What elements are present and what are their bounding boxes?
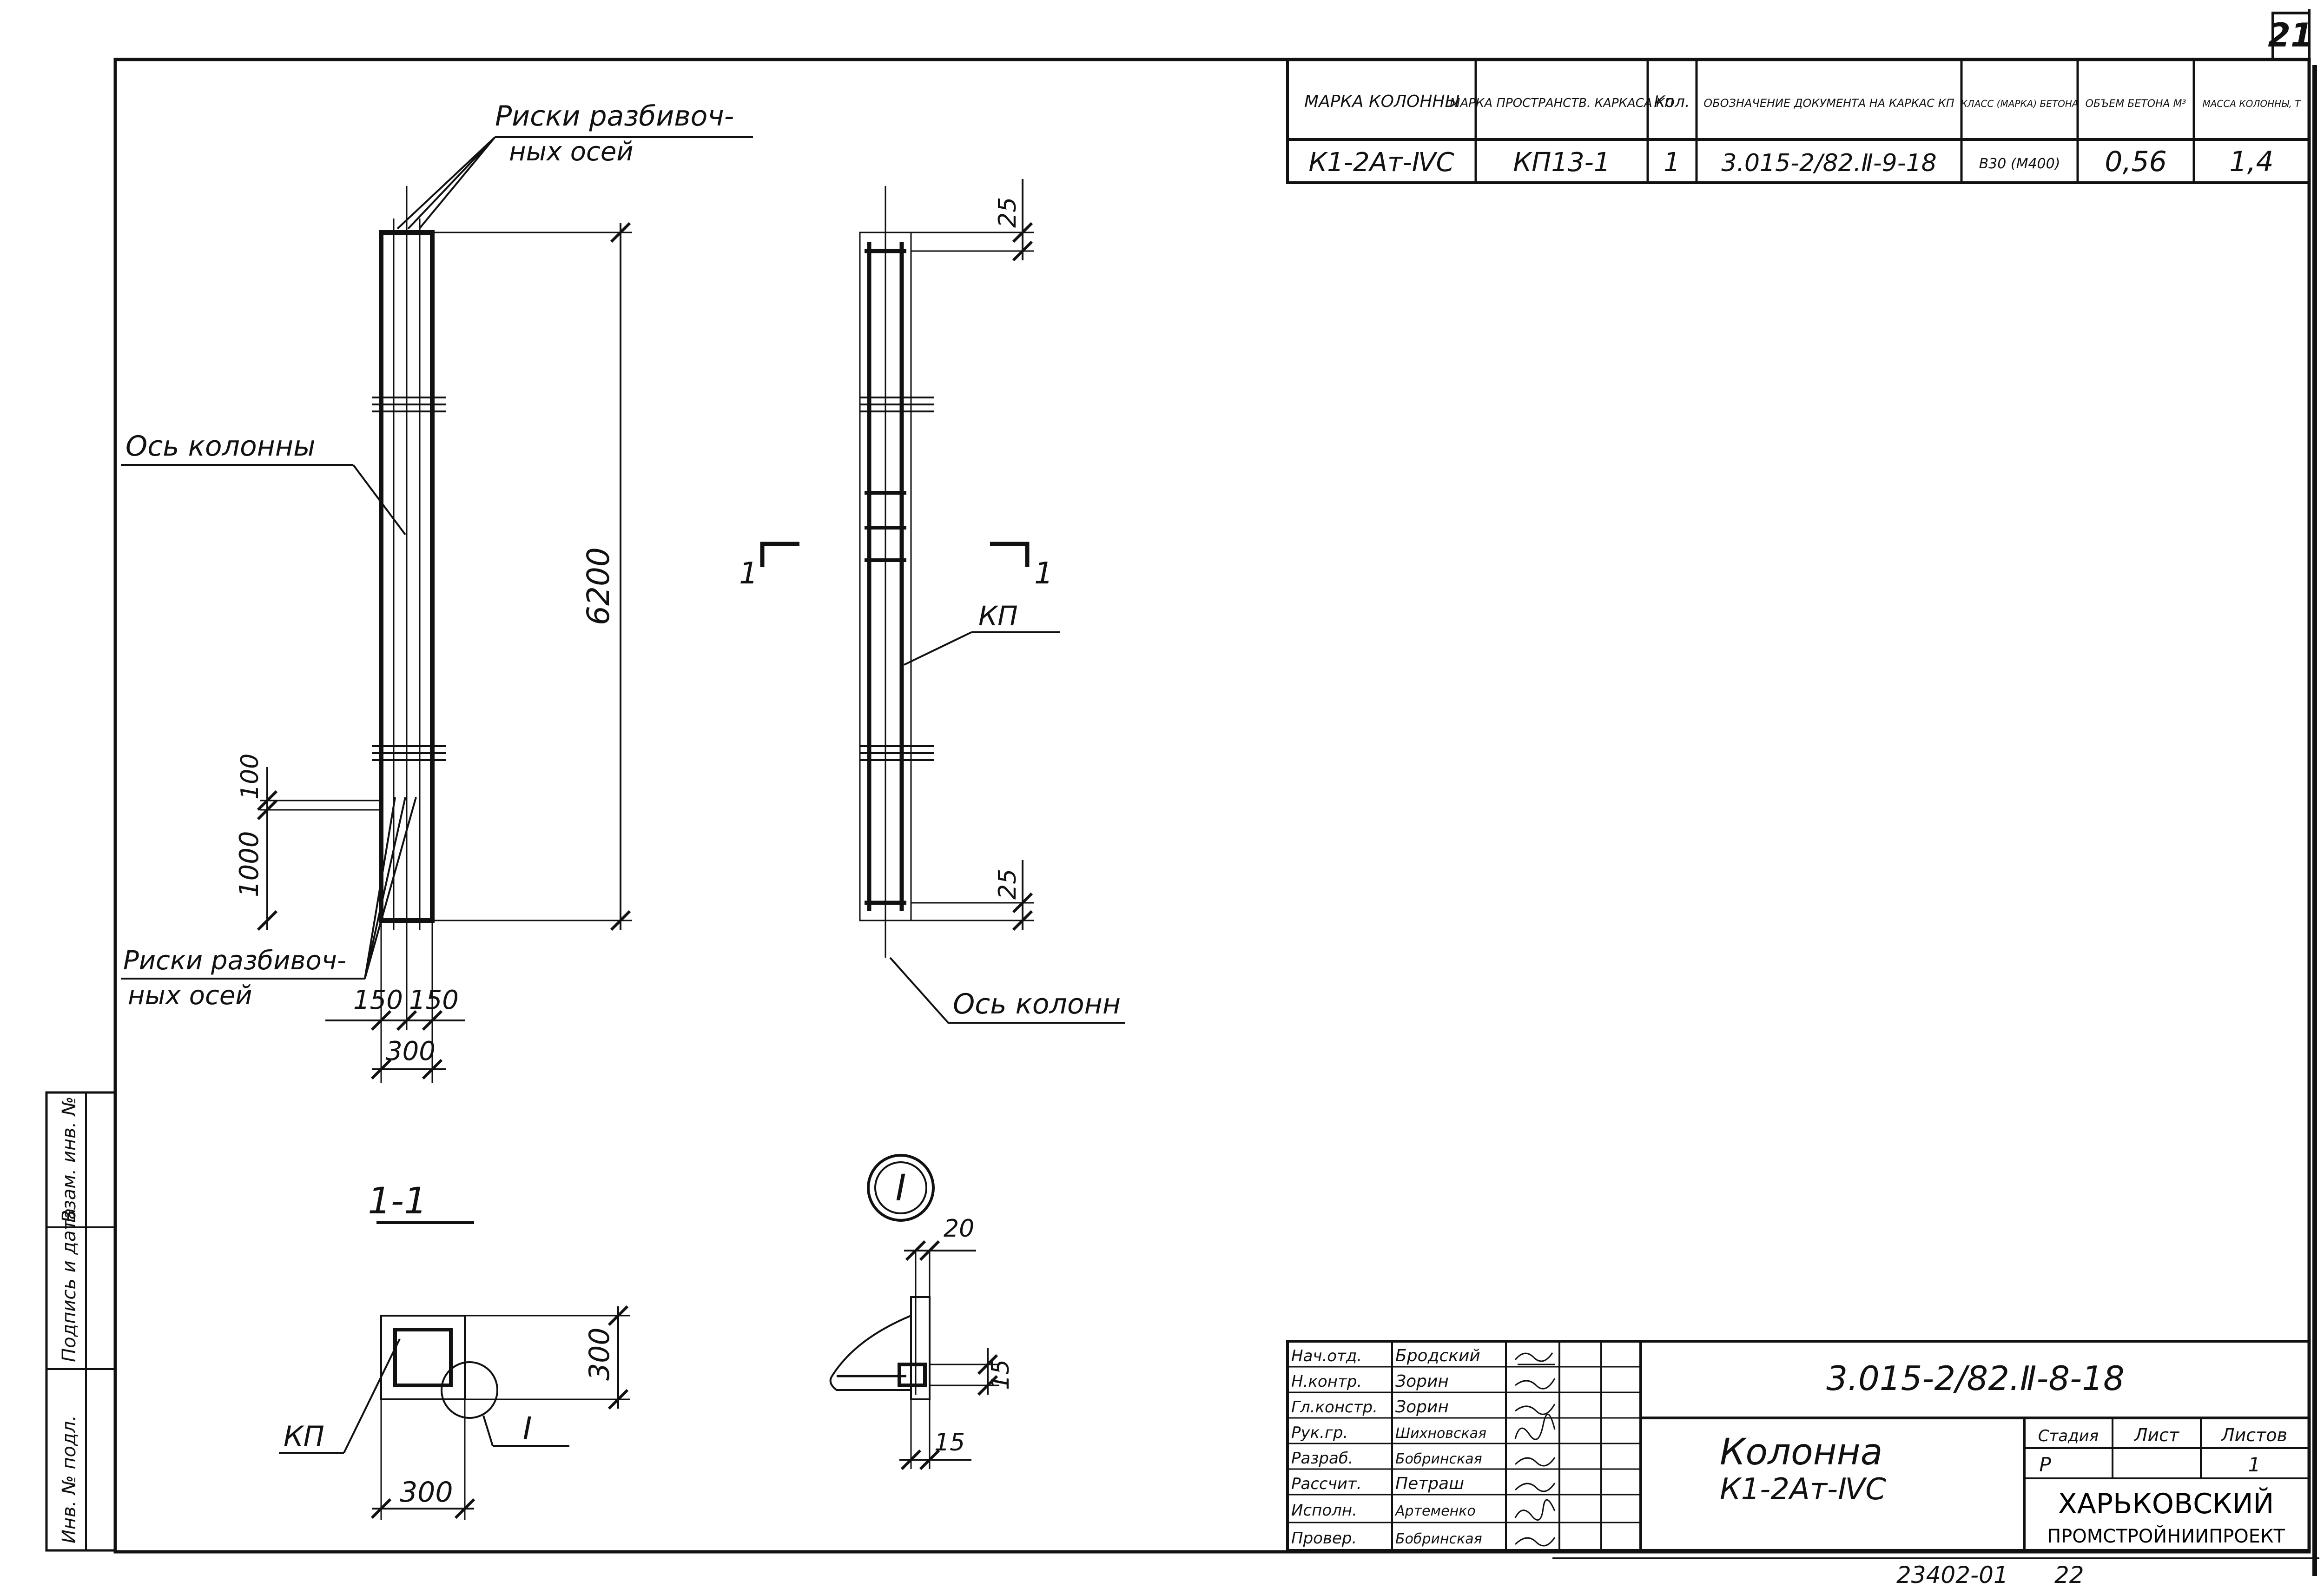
detail-i — [829, 1154, 999, 1470]
spec-cell-qty: 1 — [1664, 147, 1680, 178]
name-chief-designer: Зорин — [1395, 1397, 1449, 1417]
role-norm-control: Н.контр. — [1291, 1372, 1362, 1391]
org-name-line2: ПРОМСТРОЙНИИПРОЕКТ — [2047, 1525, 2285, 1547]
cage-elevation — [760, 179, 1125, 1024]
section-dim-width: 300 — [400, 1476, 453, 1509]
detail-i-labels: I 20 15 15 — [895, 1167, 1015, 1457]
drawing-name-line1: Колонна — [1720, 1431, 1882, 1473]
label-axis-marks-bottom-2: ных осей — [128, 980, 252, 1011]
section-1-1 — [279, 1221, 630, 1520]
column-elevation-labels: Риски разбивоч- ных осей Ось колонны Рис… — [123, 100, 734, 1066]
spec-header-column-mark: МАРКА КОЛОННЫ — [1304, 92, 1459, 111]
spec-table-row: К1-2Ат-ⅣС КП13-1 1 3.015-2/82.Ⅱ-9-18 В30… — [1308, 146, 2273, 178]
sheets-value: 1 — [2248, 1453, 2261, 1476]
role-checker: Провер. — [1291, 1529, 1357, 1548]
section-label-kp: КП — [284, 1420, 324, 1453]
drawing-name-line2: К1-2Ат-ⅣС — [1720, 1472, 1886, 1507]
sheet-frame — [113, 9, 2319, 1576]
spec-header-column-mass: МАССА КОЛОННЫ, Т — [2202, 98, 2301, 109]
spec-cell-concrete-volume: 0,56 — [2105, 146, 2167, 178]
dim-100: 100 — [236, 754, 264, 800]
spec-table-headers: МАРКА КОЛОННЫ МАРКА ПРОСТРАНСТВ. КАРКАСА… — [1304, 92, 2301, 111]
section-mark-right: 1 — [1034, 556, 1053, 591]
side-stamp-replace: Взам. инв. № — [59, 1096, 80, 1223]
spec-header-document: ОБОЗНАЧЕНИЕ ДОКУМЕНТА НА КАРКАС КП — [1703, 97, 1954, 110]
role-chief-designer: Гл.констр. — [1291, 1398, 1378, 1417]
title-block — [1286, 1340, 2311, 1552]
cage-elevation-labels: 1 1 КП 25 25 Ось колонн — [739, 197, 1121, 1020]
section-label-detail: I — [523, 1410, 532, 1446]
role-calculator: Рассчит. — [1291, 1475, 1362, 1493]
label-cage-column-axis: Ось колонн — [953, 988, 1121, 1020]
lifting-loop-upper — [372, 397, 446, 412]
title-block-names: Бродский Зорин Зорин Шихновская Бобринск… — [1394, 1346, 1486, 1547]
side-stamp-inv: Инв. № подл. — [59, 1415, 80, 1543]
dim-25-top: 25 — [994, 197, 1022, 228]
detail-dim-15-right: 15 — [987, 1359, 1015, 1390]
spec-header-frame-mark: МАРКА ПРОСТРАНСТВ. КАРКАСА КП — [1450, 96, 1674, 110]
title-doc-code: 3.015-2/82.Ⅱ-8-18 — [1826, 1359, 2125, 1398]
spec-cell-column-mass: 1,4 — [2229, 146, 2273, 178]
title-block-roles: Нач.отд. Н.контр. Гл.констр. Рук.гр. Раз… — [1291, 1347, 1378, 1548]
sheet-header: Лист — [2133, 1425, 2180, 1445]
section-dim-height: 300 — [583, 1327, 616, 1381]
section-1-1-labels: 1-1 КП I 300 300 — [284, 1180, 616, 1509]
spec-header-concrete-class: КЛАСС (МАРКА) БЕТОНА — [1961, 98, 2078, 109]
role-group-lead: Рук.гр. — [1291, 1423, 1348, 1442]
spec-cell-frame-mark: КП13-1 — [1513, 147, 1611, 178]
column-elevation — [121, 136, 753, 1083]
lifting-loop-lower — [372, 745, 446, 761]
name-group-lead: Шихновская — [1395, 1425, 1486, 1442]
name-head-dept: Бродский — [1395, 1346, 1480, 1365]
role-executor: Исполн. — [1291, 1501, 1357, 1520]
label-axis-marks-top: Риски разбивоч- — [495, 100, 734, 132]
label-axis-marks-bottom: Риски разбивоч- — [123, 946, 346, 976]
label-kp: КП — [978, 600, 1018, 632]
sheet-number: 21 — [2268, 16, 2313, 54]
role-developer: Разраб. — [1291, 1449, 1353, 1468]
org-name-line1: ХАРЬКОВСКИЙ — [2058, 1487, 2274, 1520]
name-executor: Артеменко — [1394, 1503, 1476, 1519]
archive-sheet: 22 — [2054, 1562, 2084, 1589]
label-column-axis: Ось колонны — [125, 430, 316, 463]
sheets-header: Листов — [2220, 1425, 2287, 1445]
name-norm-control: Зорин — [1395, 1372, 1449, 1391]
archive-number: 23402-01 — [1896, 1562, 2008, 1589]
spec-cell-concrete-class: В30 (М400) — [1979, 156, 2060, 172]
spec-header-qty: Кол. — [1654, 93, 1690, 111]
spec-cell-column-mark: К1-2Ат-ⅣС — [1308, 147, 1454, 178]
name-developer: Бобринская — [1395, 1451, 1482, 1467]
spec-table — [1286, 58, 2311, 184]
name-calculator: Петраш — [1395, 1474, 1464, 1493]
section-mark-left: 1 — [739, 556, 758, 591]
dim-150-right: 150 — [409, 985, 459, 1015]
spec-header-concrete-volume: ОБЪЕМ БЕТОНА М³ — [2086, 98, 2186, 110]
signatures — [1514, 1352, 1556, 1547]
section-title: 1-1 — [368, 1180, 427, 1222]
label-axis-marks-top-2: ных осей — [509, 137, 634, 167]
stage-header: Стадия — [2038, 1427, 2099, 1445]
detail-dim-15-bottom: 15 — [934, 1429, 965, 1457]
dim-300: 300 — [386, 1036, 436, 1066]
stage-value: Р — [2039, 1453, 2051, 1476]
dim-1000: 1000 — [234, 831, 264, 897]
dim-25-bottom: 25 — [994, 869, 1022, 900]
role-head-dept: Нач.отд. — [1291, 1347, 1362, 1365]
name-checker: Бобринская — [1395, 1531, 1482, 1547]
side-stamp-sign: Подпись и дата — [59, 1208, 80, 1362]
dim-150-left: 150 — [353, 985, 403, 1015]
spec-cell-document: 3.015-2/82.Ⅱ-9-18 — [1721, 149, 1936, 177]
detail-title: I — [895, 1167, 906, 1209]
side-stamp: Инв. № подл. Подпись и дата Взам. инв. № — [45, 1091, 117, 1552]
detail-dim-20: 20 — [944, 1215, 974, 1243]
dim-column-height: 6200 — [581, 547, 616, 625]
